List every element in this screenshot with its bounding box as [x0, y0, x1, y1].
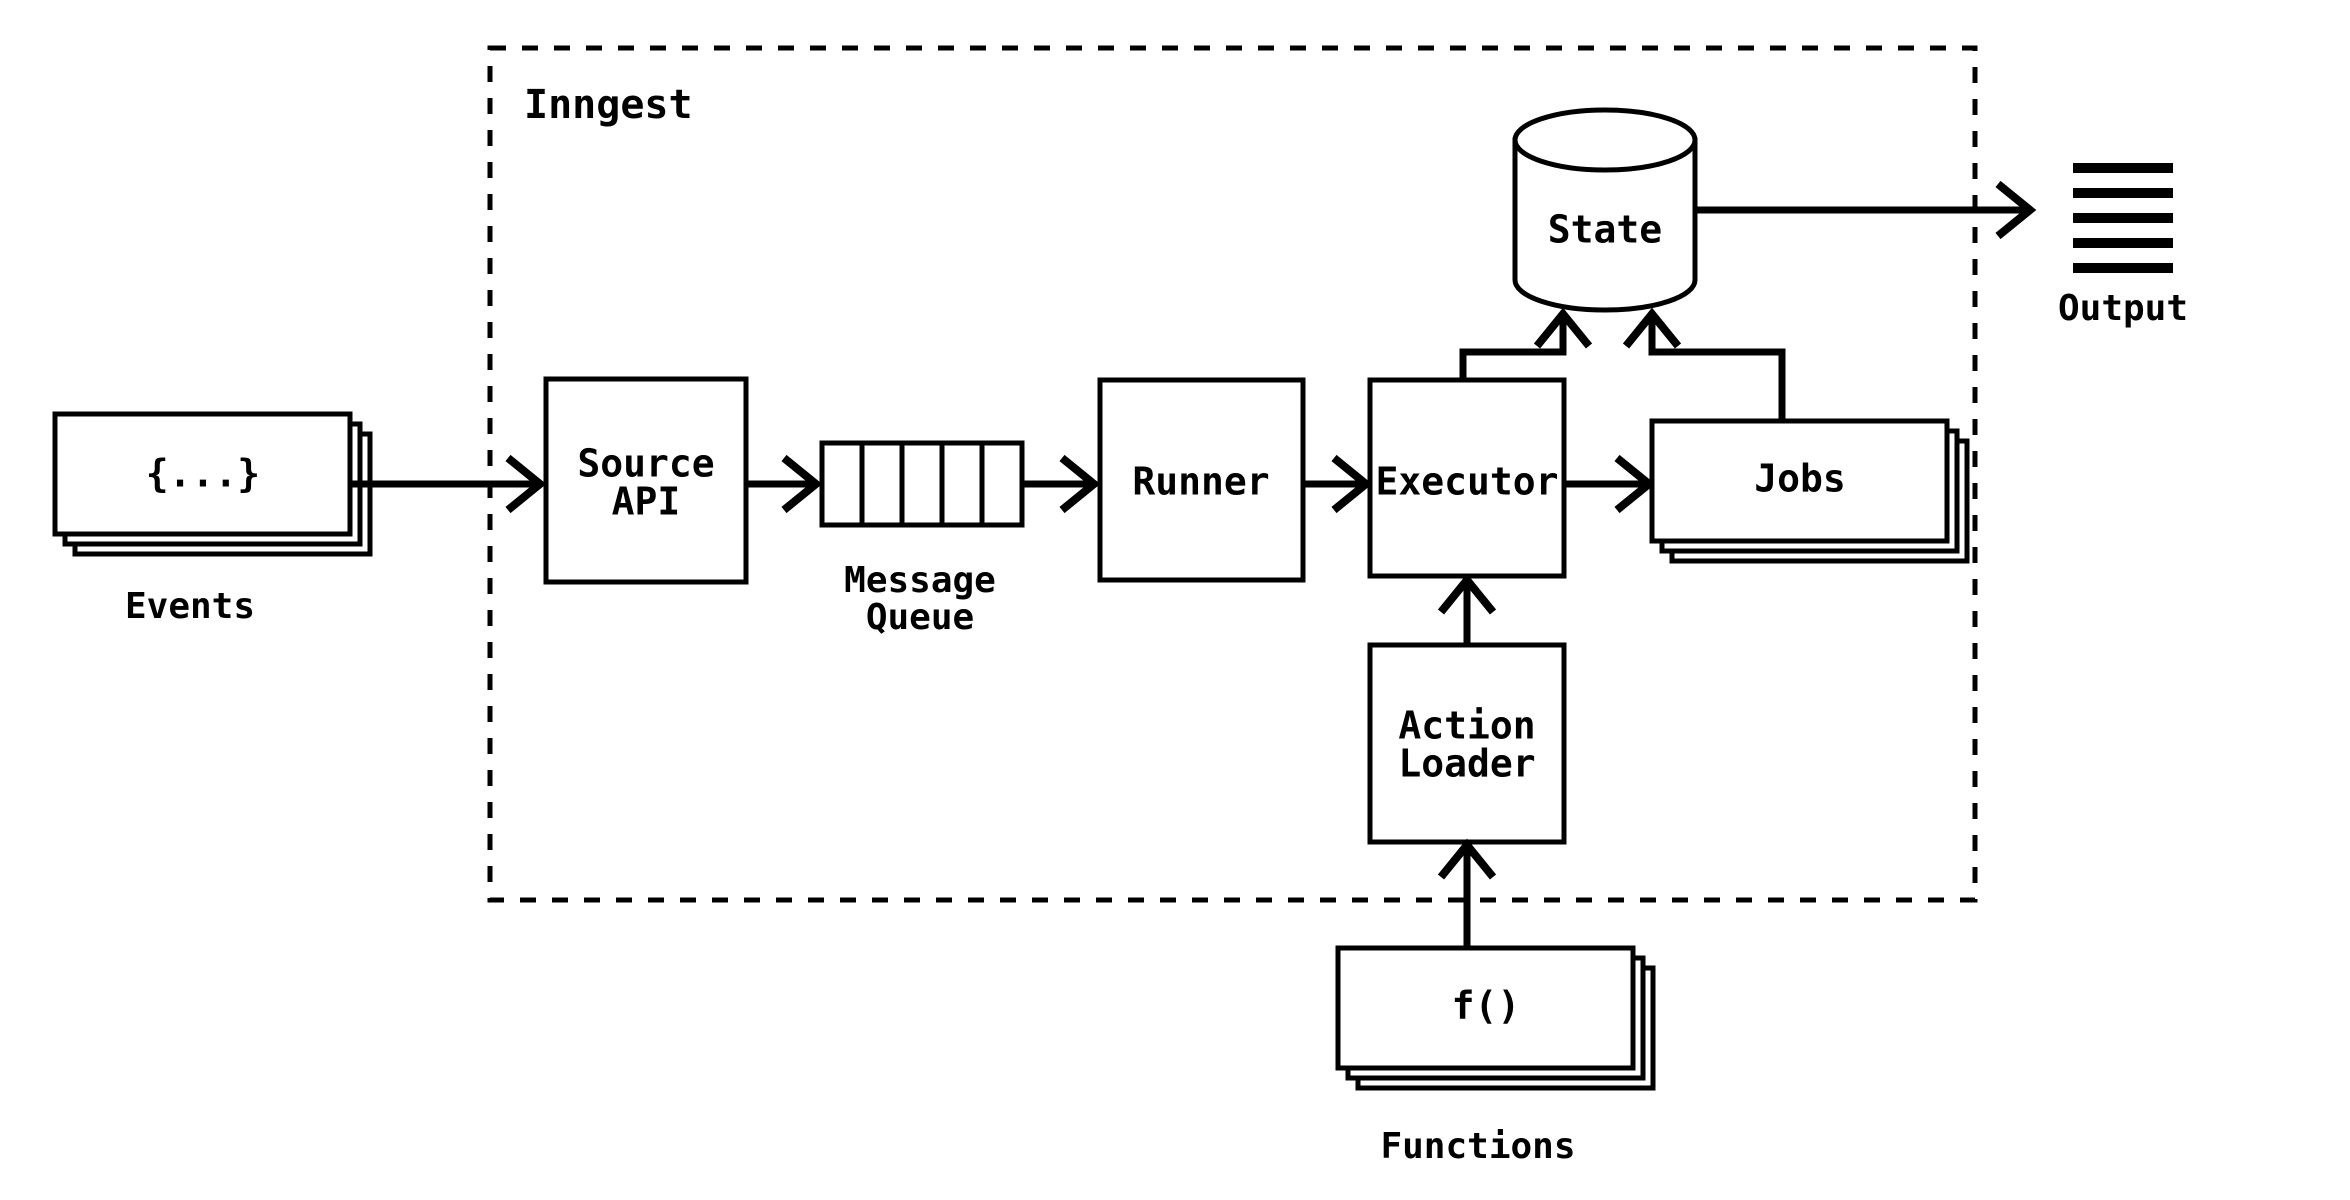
arrowhead-icon: [1437, 838, 1497, 880]
functions-node[interactable]: f() Functions: [1335, 945, 1656, 1167]
source-api-label-line1: Source: [577, 442, 714, 486]
action-loader-label-line2: Loader: [1398, 742, 1535, 786]
arrowhead-icon: [1614, 454, 1656, 514]
action-loader-node[interactable]: Action Loader: [1367, 642, 1567, 845]
action-loader-rect: [1367, 642, 1567, 845]
edge-events-to-source-api: [348, 454, 547, 514]
runner-node[interactable]: Runner: [1097, 377, 1306, 583]
arrowhead-icon: [1437, 573, 1497, 615]
boundary-rect: [487, 45, 1978, 903]
source-api-rect: [543, 376, 749, 585]
arrowhead-icon: [1995, 180, 2037, 240]
functions-caption: Functions: [1380, 1126, 1575, 1167]
message-queue-caption-line1: Message: [844, 560, 996, 601]
edge-message-queue-to-runner: [1022, 454, 1101, 514]
boundary-label: Inngest: [524, 82, 693, 128]
functions-label: f(): [1452, 984, 1521, 1028]
state-cylinder-body: [1512, 137, 1698, 313]
inngest-boundary: Inngest: [487, 45, 1978, 903]
runner-rect: [1097, 377, 1306, 583]
output-caption: Output: [2058, 288, 2188, 329]
jobs-stack-layer-1: [1649, 418, 1950, 544]
jobs-label: Jobs: [1754, 457, 1846, 501]
events-node[interactable]: {...} Events: [52, 411, 373, 627]
message-queue-rect: [819, 440, 1025, 528]
state-node[interactable]: State: [1512, 107, 1698, 313]
edge-runner-to-executor: [1303, 454, 1373, 514]
edge-state-to-output: [1693, 180, 2037, 240]
message-queue-node[interactable]: Message Queue: [819, 440, 1025, 638]
executor-label: Executor: [1375, 460, 1558, 504]
arrowhead-icon: [1331, 454, 1373, 514]
edge-elbow-path: [1648, 318, 1786, 421]
edge-executor-to-state: [1459, 307, 1593, 380]
arrowhead-icon: [505, 454, 547, 514]
edge-executor-to-jobs: [1564, 454, 1656, 514]
arrowhead-icon: [1533, 307, 1593, 349]
edge-elbow-path: [1459, 318, 1567, 380]
source-api-label-line2: API: [612, 480, 681, 524]
edge-functions-to-action-loader: [1437, 838, 1497, 948]
edge-source-api-to-message-queue: [746, 454, 823, 514]
action-loader-label-line1: Action: [1398, 704, 1535, 748]
arrowhead-icon: [1622, 307, 1682, 349]
events-caption: Events: [125, 586, 255, 627]
events-label: {...}: [146, 452, 260, 496]
message-queue-caption-line2: Queue: [866, 597, 974, 638]
jobs-node[interactable]: Jobs: [1649, 418, 1970, 564]
functions-stack-layer-1: [1335, 945, 1636, 1071]
executor-node[interactable]: Executor: [1367, 377, 1567, 579]
source-api-node[interactable]: Source API: [543, 376, 749, 585]
runner-label: Runner: [1132, 460, 1269, 504]
state-label: State: [1548, 208, 1662, 252]
edge-jobs-to-state: [1622, 307, 1786, 421]
edge-action-loader-to-executor: [1437, 573, 1497, 645]
arrowhead-icon: [781, 454, 823, 514]
state-cylinder-top: [1512, 107, 1698, 173]
events-stack-layer-1: [52, 411, 353, 537]
arrowhead-icon: [1059, 454, 1101, 514]
output-node[interactable]: Output: [2058, 163, 2188, 329]
